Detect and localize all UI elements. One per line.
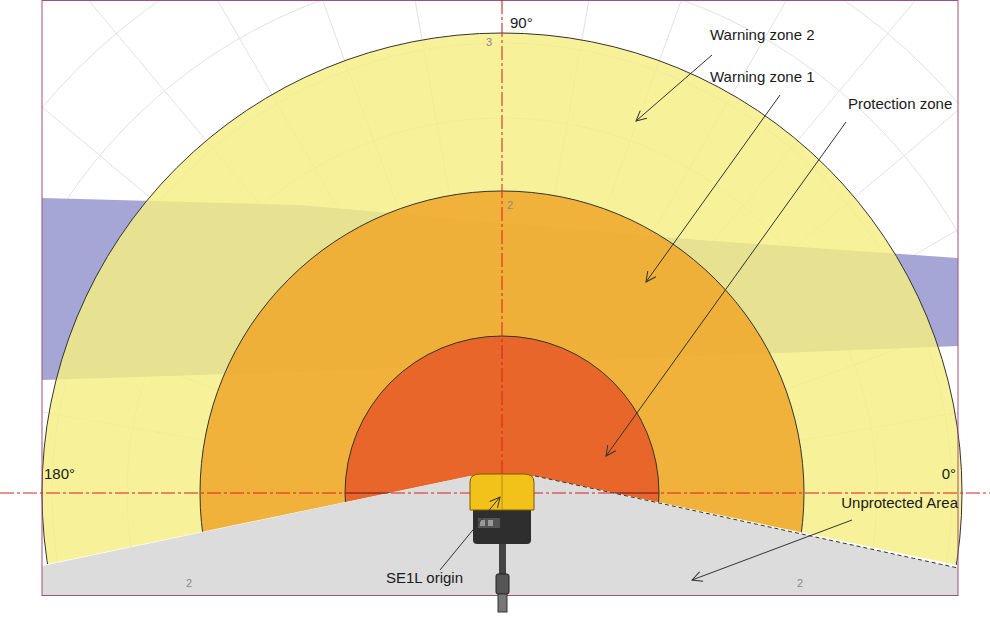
grid-value: 3 [486, 36, 492, 49]
grid-value: 2 [797, 577, 803, 590]
callout-label: Warning zone 1 [710, 68, 815, 85]
leader-line [606, 122, 846, 456]
callout-label: Protection zone [848, 95, 952, 112]
callout-label: Unprotected Area [841, 494, 958, 511]
leader-line [692, 520, 852, 580]
callout-label: Warning zone 2 [710, 26, 815, 43]
grid-value: 2 [507, 199, 513, 212]
leader-line [636, 55, 712, 121]
boundary-dashed [535, 476, 958, 568]
leader-line [646, 95, 780, 282]
angle-label: 90° [510, 14, 533, 31]
angle-label: 180° [44, 465, 75, 482]
grid-value: 2 [186, 577, 192, 590]
grid-circle [42, 0, 958, 596]
angle-label: 0° [942, 465, 956, 482]
se1l-sensor [470, 474, 534, 612]
plot-frame [42, 1, 958, 596]
leader-line [440, 497, 500, 570]
grid-circle [42, 0, 958, 596]
grid-circle [42, 0, 958, 596]
leader-lines [440, 55, 852, 580]
axis-90 [502, 0, 503, 493]
polar-grid [42, 0, 958, 596]
callout-label: SE1L origin [386, 569, 463, 586]
grid-circle [42, 0, 958, 596]
